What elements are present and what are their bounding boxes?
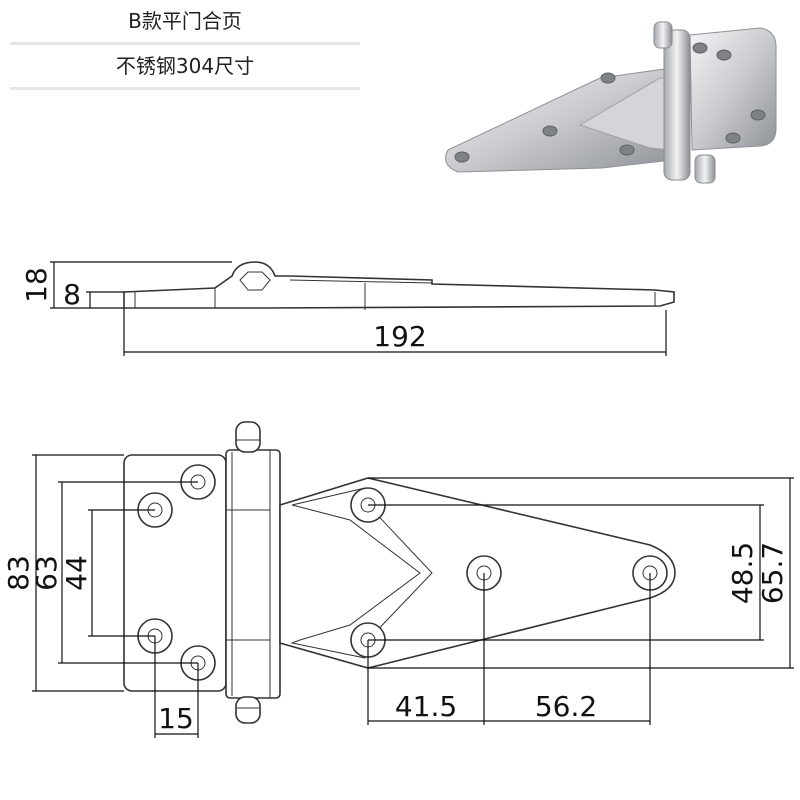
dim-strap-hole-spacing-vertical: 48.5 (726, 542, 759, 604)
dim-strap-hole-spacing-2: 56.2 (535, 690, 597, 723)
dim-hole-spacing-outer: 63 (30, 555, 63, 591)
side-view-hex-nut (239, 271, 271, 291)
side-view-outline (123, 261, 675, 309)
hinge-photo (445, 21, 777, 184)
dim-strap-height: 65.7 (756, 542, 789, 604)
dim-side-height: 18 (20, 267, 53, 303)
dim-overall-length: 192 (373, 320, 426, 353)
dim-hole-offset: 15 (158, 702, 194, 735)
pin-top (235, 421, 261, 453)
title-block: B款平门合页 不锈钢304尺寸 (10, 0, 360, 90)
pin-bottom (235, 696, 261, 724)
dim-side-thickness: 8 (63, 278, 81, 311)
dim-leaf-height: 83 (2, 555, 35, 591)
title-line-1: B款平门合页 (10, 0, 360, 45)
title-line-2: 不锈钢304尺寸 (10, 45, 360, 90)
front-view: 83 63 44 15 41.5 56.2 48.5 65.7 (2, 421, 794, 738)
dim-hole-spacing-inner: 44 (60, 555, 93, 591)
knuckle (225, 449, 281, 699)
side-view: 18 8 192 (20, 261, 675, 356)
dim-strap-hole-spacing-1: 41.5 (395, 690, 457, 723)
